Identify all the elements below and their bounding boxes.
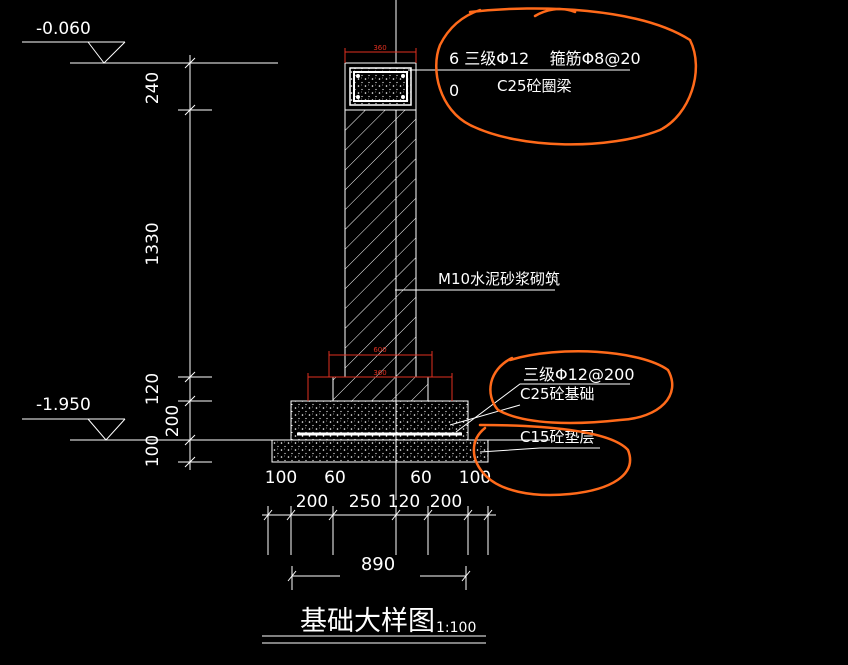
red-dim-beam-width: 360: [373, 44, 386, 52]
hdim-row2-a: 200: [296, 492, 328, 512]
hdim-row2-b: 250: [349, 492, 381, 512]
elevation-marker-bottom: -1.950: [22, 395, 550, 441]
red-dim-step-lower: 360: [373, 369, 386, 377]
drawing-title: 基础大样图: [300, 606, 435, 637]
elevation-top-label: -0.060: [36, 19, 91, 39]
drawing-scale: 1:100: [436, 620, 476, 636]
ring-beam-rebar-tail: 0: [449, 81, 459, 100]
masonry-wall: [344, 109, 417, 378]
vertical-dimension-chain: [178, 55, 212, 470]
hdim-row1-a: 100: [265, 468, 297, 488]
ring-beam: [344, 62, 417, 111]
hdim-row2-d: 200: [430, 492, 462, 512]
red-dim-step-upper: 600: [373, 346, 386, 354]
hdim-row2-lines: [262, 506, 496, 555]
leader-lines: [395, 69, 630, 453]
hdim-total: 890: [361, 554, 395, 575]
wall-step: [332, 376, 429, 402]
masonry-label: M10水泥砂浆砌筑: [438, 270, 560, 288]
hdim-total-lines: [287, 566, 471, 590]
footing-material-label: C25砼基础: [520, 385, 595, 403]
elevation-marker-top: -0.060: [22, 19, 278, 64]
markup-circle-ring-beam: [435, 7, 698, 146]
cushion-label: C15砼垫层: [520, 428, 595, 446]
markup-circle-footing: [489, 350, 674, 425]
vdim-1330: 1330: [143, 222, 163, 265]
concrete-footing: [290, 400, 469, 441]
elevation-bottom-label: -1.950: [36, 395, 91, 415]
hdim-row1-b: 60: [324, 468, 346, 488]
markup-circles: [435, 7, 698, 497]
markup-circle-cushion: [472, 423, 632, 497]
red-dimension-beam: [344, 48, 417, 63]
ring-beam-rebar-label: 6 三级Φ12 箍筋Φ8@20: [449, 49, 641, 68]
footing-rebar-label: 三级Φ12@200: [523, 365, 635, 384]
red-dimension-step-lower: [307, 373, 453, 401]
vdim-240: 240: [143, 72, 163, 104]
hdim-row1-c: 60: [410, 468, 432, 488]
vdim-200: 200: [163, 405, 183, 437]
vdim-120: 120: [143, 373, 163, 405]
hdim-row2-c: 120: [388, 492, 420, 512]
ring-beam-material-label: C25砼圈梁: [497, 77, 572, 95]
red-dimension-step-upper: [328, 351, 433, 377]
concrete-cushion: [271, 439, 489, 463]
vdim-100: 100: [143, 435, 163, 467]
